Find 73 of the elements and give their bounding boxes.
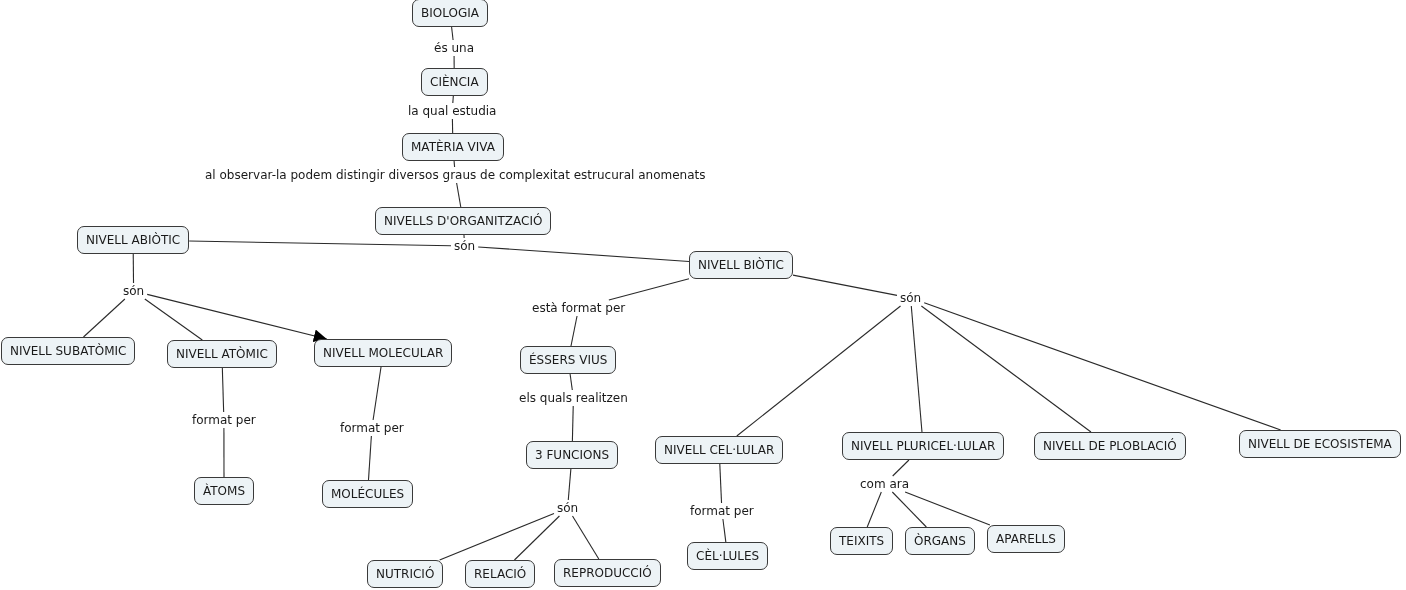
arrow	[146, 293, 328, 343]
concept-box: ÉSSERS VIUS	[520, 346, 617, 374]
connector-line	[439, 513, 555, 561]
connector-line	[567, 468, 572, 501]
connector-line	[372, 366, 382, 421]
linking-phrase: són	[897, 290, 925, 306]
concept-box: MOLÉCULES	[322, 480, 414, 508]
concept-box: NIVELL MOLECULAR	[314, 339, 453, 367]
connector-line	[719, 463, 723, 504]
connector-line	[456, 182, 462, 208]
linking-phrase: al observar-la podem distingir diversos graus de complexitat estrucural anomenats	[202, 167, 709, 183]
linking-phrase: la qual estudia	[405, 103, 500, 119]
connector-line	[453, 160, 456, 168]
connector-line	[923, 302, 1282, 431]
concept-box: NIVELL PLURICEL·LULAR	[842, 432, 1005, 460]
linking-phrase: està format per	[529, 300, 629, 316]
connector-line	[570, 315, 578, 347]
concept-box: NIVELL BIÒTIC	[689, 251, 793, 279]
connector-line	[904, 491, 991, 526]
connector-line	[221, 367, 225, 413]
linking-phrase: són	[554, 500, 582, 516]
linking-phrase: són	[120, 283, 148, 299]
connector-line	[866, 491, 882, 528]
connector-line	[188, 240, 452, 247]
linking-phrase: format per	[687, 503, 757, 519]
connector-line	[452, 95, 454, 104]
concept-box: NIVELL DE PLOBLACIÓ	[1034, 432, 1186, 460]
connector-line	[132, 253, 135, 284]
concept-box: APARELLS	[987, 525, 1065, 553]
concept-box: REPRODUCCIÓ	[554, 559, 661, 587]
connector-line	[477, 246, 690, 262]
linking-phrase: és una	[431, 40, 477, 56]
concept-box: BIOLOGIA	[412, 0, 488, 27]
concept-box: ÀTOMS	[194, 477, 255, 505]
connector-line	[144, 298, 203, 341]
concept-box: NIVELL ABIÒTIC	[77, 226, 190, 254]
connector-line	[223, 427, 225, 478]
connector-line	[82, 298, 126, 338]
connector-line	[451, 118, 454, 134]
connector-line	[736, 305, 902, 437]
connector-line	[571, 405, 574, 442]
linking-phrase: els quals realitzen	[516, 390, 631, 406]
connector-line	[608, 278, 690, 301]
connector-line	[891, 491, 927, 528]
connector-line	[451, 26, 454, 41]
connector-line	[722, 518, 727, 543]
connector-line	[792, 274, 898, 296]
connector-line	[571, 515, 600, 560]
connector-line	[892, 459, 910, 477]
connector-line	[453, 55, 455, 69]
concept-box: RELACIÓ	[465, 560, 536, 588]
concept-box: NIVELL DE ECOSISTEMA	[1239, 430, 1401, 458]
linking-phrase: com ara	[857, 476, 913, 492]
concept-box: NIVELL SUBATÒMIC	[1, 337, 136, 365]
concept-box: NUTRICIÓ	[367, 560, 444, 588]
connector-line	[910, 305, 923, 433]
connector-line	[367, 435, 372, 481]
concept-box: CIÈNCIA	[421, 68, 488, 96]
connector-line	[569, 373, 573, 391]
linking-phrase: format per	[189, 412, 259, 428]
connector-line	[513, 515, 560, 561]
concept-box: TEIXITS	[830, 527, 894, 555]
linking-phrase: format per	[337, 420, 407, 436]
connector-line	[463, 234, 465, 239]
concept-box: MATÈRIA VIVA	[402, 133, 504, 161]
concept-box: 3 FUNCIONS	[526, 441, 619, 469]
concept-box: CÈL·LULES	[687, 542, 769, 570]
concept-box: NIVELL CEL·LULAR	[655, 436, 784, 464]
connector-line	[920, 305, 1092, 433]
linking-phrase: són	[451, 238, 479, 254]
concept-box: NIVELL ATÒMIC	[167, 340, 277, 368]
concept-box: ÒRGANS	[905, 527, 975, 555]
concept-box: NIVELLS D'ORGANITZACIÓ	[375, 207, 552, 235]
